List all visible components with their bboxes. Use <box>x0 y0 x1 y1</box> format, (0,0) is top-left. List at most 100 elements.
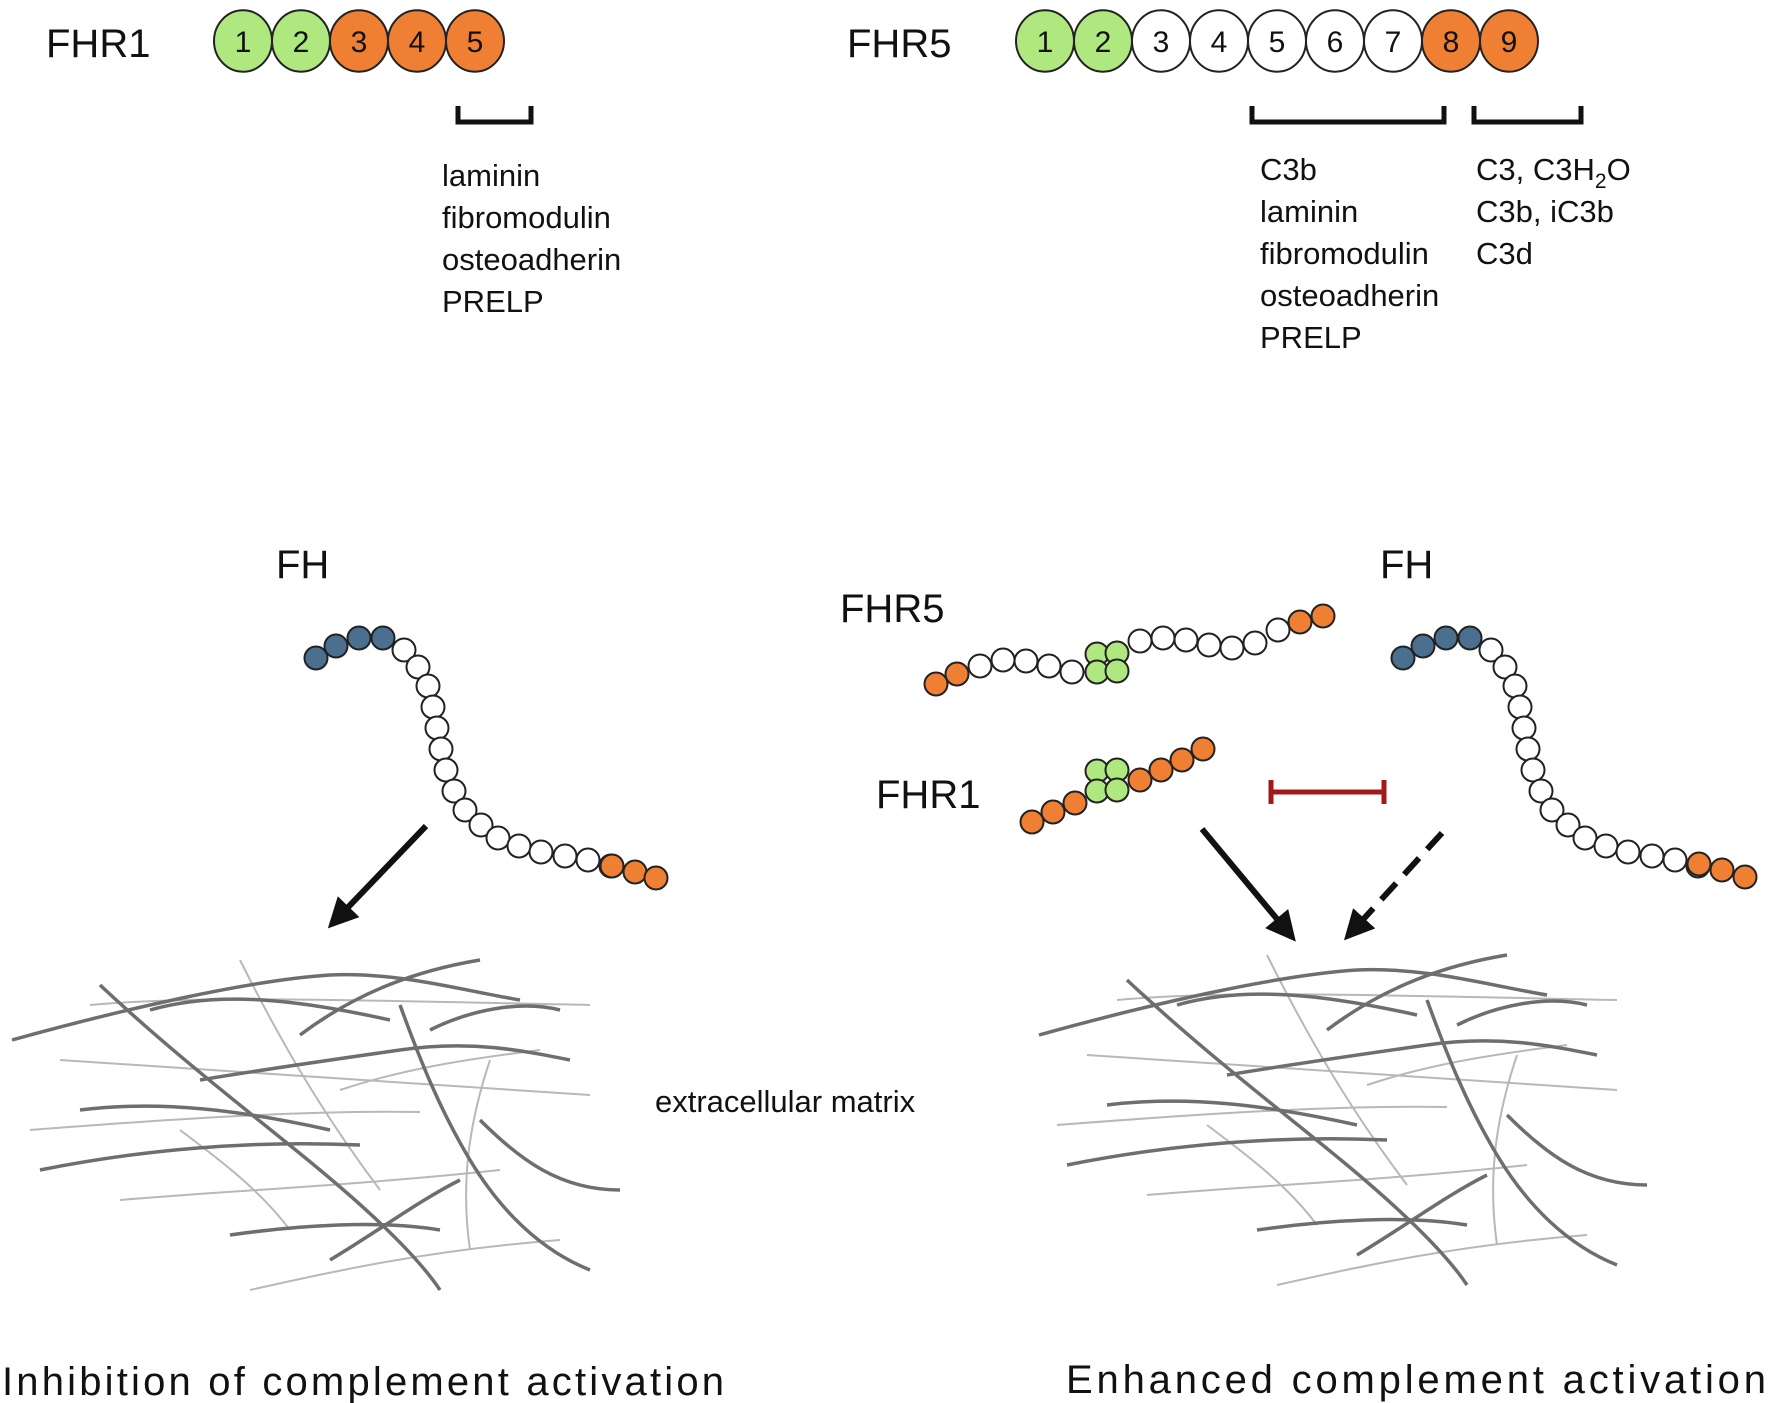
right-fhr5-bead-14 <box>1196 632 1222 658</box>
left-fh-bead-4 <box>391 637 417 663</box>
left-fh-bead-1 <box>323 633 349 659</box>
right-fh-bead-6 <box>1502 673 1528 699</box>
left-fh-bead-chain <box>303 625 669 891</box>
fhr5-binding-brackets <box>1249 106 1584 125</box>
right-fhr1-bead-8 <box>1148 757 1174 783</box>
right-fhr5-bead-12 <box>1150 625 1176 651</box>
left-fh-bead-20 <box>599 853 625 879</box>
left-extracellular-matrix <box>11 958 621 1291</box>
fhr5-bracket-domains-8-9 <box>1471 106 1584 125</box>
right-fh-bead-13 <box>1555 812 1581 838</box>
right-matrix-fibre-dark-2 <box>1176 992 1418 1017</box>
left-fh-bead-3 <box>370 625 396 651</box>
right-fhr5-bead-13 <box>1173 627 1199 653</box>
right-fhr1-bead-1 <box>1040 799 1066 825</box>
left-fh-bead-13 <box>468 812 494 838</box>
right-matrix-fibre-dark-10 <box>1106 1099 1358 1127</box>
right-fhr5-bead-1 <box>944 661 970 687</box>
left-matrix-fibre-light-7 <box>465 1059 491 1251</box>
left-fh-bead-0 <box>303 645 329 671</box>
right-fh-bead-18 <box>1662 847 1688 873</box>
left-fh-bead-12 <box>452 797 478 823</box>
right-matrix-fibre-light-7 <box>1492 1054 1518 1246</box>
right-fhr1-bead-7 <box>1127 767 1153 793</box>
right-fhr1-bead-10 <box>1190 736 1216 762</box>
left-matrix-fibre-light-2 <box>59 1059 591 1096</box>
fhr5-domain-label-9: 9 <box>1501 26 1518 59</box>
fhr1-domain-label-5: 5 <box>467 26 484 59</box>
fhr5-ccp3-7-ligand-1: laminin <box>1260 194 1358 229</box>
left-fh-bead-22 <box>643 865 669 891</box>
right-fh-bead-7 <box>1507 694 1533 720</box>
right-fh-label: FH <box>1380 543 1433 587</box>
fhr5-domain-label-1: 1 <box>1037 26 1054 59</box>
right-fhr1-bead-9 <box>1169 747 1195 773</box>
fhr1-ligand-3: PRELP <box>442 284 544 319</box>
right-fh-bead-0 <box>1390 645 1416 671</box>
fhr5-ccp3-7-ligand-3: osteoadherin <box>1260 278 1439 313</box>
left-matrix-fibre-light-8 <box>339 1049 541 1091</box>
right-caption: Enhanced complement activation <box>1066 1358 1766 1402</box>
right-fhr5-bead-3 <box>990 647 1016 673</box>
left-matrix-fibre-dark-4 <box>199 1044 571 1082</box>
right-fh-bead-16 <box>1615 839 1641 865</box>
left-fh-bead-15 <box>506 833 532 859</box>
right-matrix-fibre-dark-11 <box>1505 1113 1648 1187</box>
fhr1-bracket-domain-5 <box>455 106 534 125</box>
left-matrix-fibre-dark-3 <box>298 958 481 1037</box>
fhr5-ligand-list: C3blamininfibromodulinosteoadherinPRELPC… <box>1260 152 1631 355</box>
right-matrix-fibre-dark-6 <box>1256 1217 1468 1232</box>
right-fhr5-bead-15 <box>1219 635 1245 661</box>
left-matrix-fibre-light-1 <box>29 1110 421 1131</box>
fhr5-domain-label-8: 8 <box>1443 26 1460 59</box>
right-matrix-fibre-light-2 <box>1086 1054 1618 1091</box>
left-matrix-fibre-dark-11 <box>478 1118 621 1192</box>
fhr1-domain-label-1: 1 <box>235 26 252 59</box>
left-fh-bead-11 <box>441 778 467 804</box>
left-fh-label: FH <box>276 543 329 587</box>
right-fh-bead-10 <box>1520 757 1546 783</box>
left-binding-arrow <box>327 823 429 929</box>
left-matrix-fibre-light-3 <box>239 959 381 1191</box>
left-fh-bead-2 <box>346 625 372 651</box>
right-fh-bead-20 <box>1686 851 1712 877</box>
left-matrix-fibre-dark-1 <box>98 983 442 1291</box>
right-fhr5-bead-0 <box>923 671 949 697</box>
left-matrix-fibre-dark-8 <box>398 1004 591 1272</box>
right-fhr5-bead-18 <box>1287 609 1313 635</box>
left-fh-bead-14 <box>485 825 511 851</box>
left-fh-bead-17 <box>552 843 578 869</box>
right-fhr5-bead-17 <box>1265 617 1291 643</box>
fhr5-bracket-domains-3-7 <box>1249 106 1447 125</box>
right-fh-bead-15 <box>1593 833 1619 859</box>
right-matrix-fibre-light-5 <box>1276 1234 1588 1286</box>
right-fh-bead-chain <box>1390 625 1758 890</box>
fhr5-domain-9 <box>1479 9 1539 73</box>
right-matrix-fibre-light-0 <box>1116 993 1618 1001</box>
left-fh-bead-21 <box>622 859 648 885</box>
left-matrix-fibre-light-4 <box>119 1169 501 1201</box>
right-fhr5-bead-chain <box>923 603 1336 697</box>
left-matrix-fibre-dark-0 <box>11 972 521 1042</box>
right-matrix-fibre-light-3 <box>1266 954 1408 1186</box>
left-matrix-fibre-light-5 <box>249 1239 561 1291</box>
right-fh-bead-8 <box>1511 715 1537 741</box>
right-fh-bead-9 <box>1515 736 1541 762</box>
fhr5-domain-label-7: 7 <box>1385 26 1402 59</box>
fh-binding-dashed-arrow <box>1343 830 1445 941</box>
right-fh-bead-17 <box>1639 843 1665 869</box>
fhr1-domain-label-3: 3 <box>351 26 368 59</box>
left-matrix-fibre-dark-9 <box>429 1004 561 1032</box>
left-fh-bead-7 <box>420 694 446 720</box>
right-panel: FHR5 FHR1 FH Enhanced complement activat… <box>840 543 1766 1402</box>
fhr5-ccp3-7-ligand-0: C3b <box>1260 152 1317 187</box>
right-fhr5-bead-6 <box>1059 659 1085 685</box>
right-fhr5-bead-4 <box>1013 648 1039 674</box>
fhr1-ligand-1: fibromodulin <box>442 200 611 235</box>
left-matrix-fibre-dark-5 <box>39 1141 361 1172</box>
